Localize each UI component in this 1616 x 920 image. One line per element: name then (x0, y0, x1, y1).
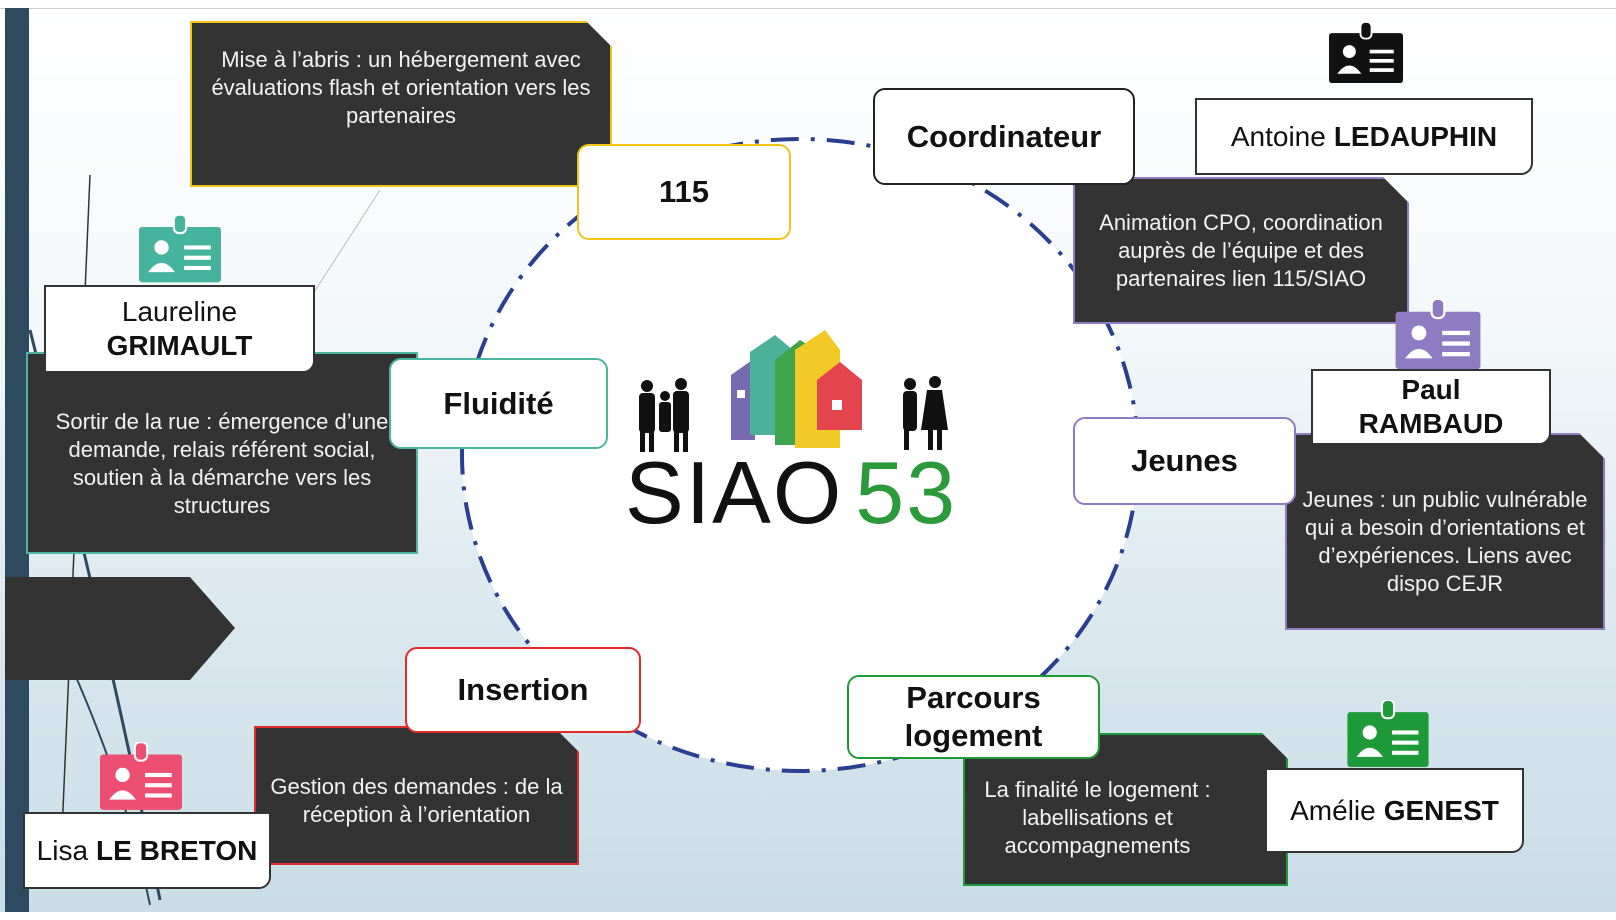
houses-icon (731, 330, 862, 448)
last-name: RAMBAUD (1358, 408, 1504, 439)
last-name: LE BRETON (96, 834, 258, 866)
logo-siao: SIAO (625, 443, 844, 542)
arrow-shape (5, 577, 235, 680)
logo-graphic (639, 330, 948, 452)
last-name: LEDAUPHIN (1333, 120, 1498, 152)
first-name: Lisa (36, 834, 89, 866)
description-jeunes: Jeunes : un public vulnérable qui a beso… (1285, 433, 1605, 630)
id-badge-icon (1346, 698, 1430, 767)
id-badge-icon (1395, 297, 1481, 369)
logo-number: 53 (855, 443, 958, 542)
node-insertion: Insertion (405, 647, 641, 733)
people-silhouettes-icon (639, 376, 948, 452)
description-insertion: Gestion des demandes : de la réception à… (254, 726, 579, 865)
id-badge-icon (1329, 21, 1403, 84)
node-fluidite: Fluidité (389, 358, 608, 449)
first-name: Amélie (1290, 794, 1376, 826)
first-name: Paul (1401, 374, 1461, 405)
node-jeunes: Jeunes (1073, 417, 1296, 505)
description-fluidite: Sortir de la rue : émergence d’une deman… (26, 352, 418, 554)
last-name: GENEST (1383, 794, 1499, 826)
node-115: 115 (577, 144, 791, 240)
first-name: Antoine (1230, 120, 1326, 152)
node-coordinateur: Coordinateur (873, 88, 1135, 185)
last-name: GRIMAULT (106, 330, 253, 361)
id-badge-icon (100, 741, 182, 810)
description-115: Mise à l’abris : un hébergement avec éva… (190, 21, 612, 187)
first-name: Laureline (121, 296, 238, 327)
left-accent-bar (5, 8, 29, 912)
id-badge-icon (139, 213, 221, 283)
node-parcours-logement: Parcours logement (847, 675, 1100, 759)
description-coordinateur: Animation CPO, coordination auprès de l’… (1073, 177, 1409, 324)
